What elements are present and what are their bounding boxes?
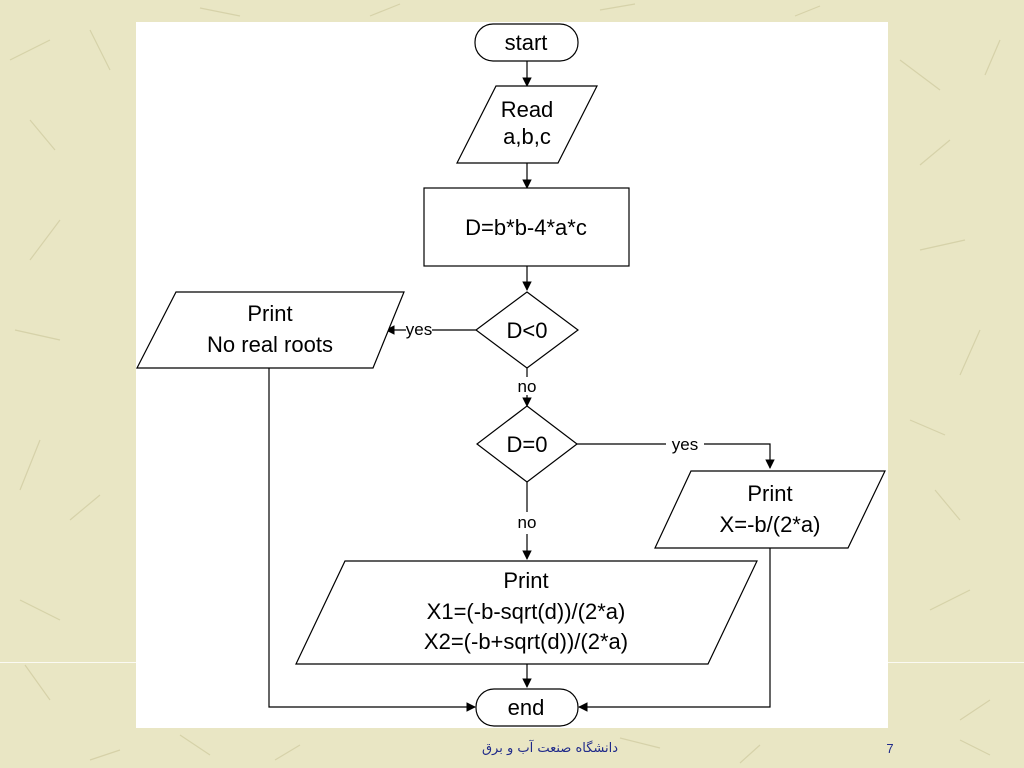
read-vars-label: a,b,c [503, 124, 551, 149]
decision1-label: D<0 [507, 318, 548, 343]
decision-d-equals-zero: D=0 [476, 405, 578, 483]
arrow-no-roots-to-end [268, 368, 476, 712]
compute-discriminant-box: D=b*b-4*a*c [423, 187, 630, 267]
decision2-no-label: no [518, 513, 537, 532]
footer-university-name: دانشگاه صنعت آب و برق [481, 741, 619, 756]
no-roots-message-label: No real roots [207, 332, 333, 357]
decision2-label: D=0 [507, 432, 548, 457]
one-root-print-label: Print [747, 481, 792, 506]
compute-label: D=b*b-4*a*c [465, 215, 587, 240]
two-roots-x2-label: X2=(-b+sqrt(d))/(2*a) [424, 629, 628, 654]
flowchart: start Read a,b,c D=b*b-4*a*c D<0 yes no … [136, 23, 886, 727]
start-label: start [505, 30, 548, 55]
two-roots-print-label: Print [503, 568, 548, 593]
arrow-to-one-root [704, 443, 775, 469]
no-roots-print-label: Print [247, 301, 292, 326]
print-single-root-box: Print X=-b/(2*a) [654, 470, 886, 549]
start-terminator: start [474, 23, 579, 62]
two-roots-x1-label: X1=(-b-sqrt(d))/(2*a) [427, 599, 626, 624]
decision-d-less-than-zero: D<0 [474, 291, 580, 369]
one-root-formula-label: X=-b/(2*a) [720, 512, 821, 537]
flowchart-canvas: start Read a,b,c D=b*b-4*a*c D<0 yes no … [136, 22, 888, 728]
decision1-yes-label: yes [406, 320, 432, 339]
read-input-box: Read a,b,c [456, 85, 598, 164]
print-no-real-roots-box: Print No real roots [136, 291, 405, 369]
print-two-roots-box: Print X1=(-b-sqrt(d))/(2*a) X2=(-b+sqrt(… [295, 560, 758, 665]
connectors [268, 61, 775, 712]
end-label: end [508, 695, 545, 720]
read-label: Read [501, 97, 554, 122]
decision2-yes-label: yes [672, 435, 698, 454]
end-terminator: end [475, 688, 579, 727]
decision1-no-label: no [518, 377, 537, 396]
slide-page-number: 7 [886, 741, 894, 756]
arrow-one-root-to-end [578, 548, 771, 712]
